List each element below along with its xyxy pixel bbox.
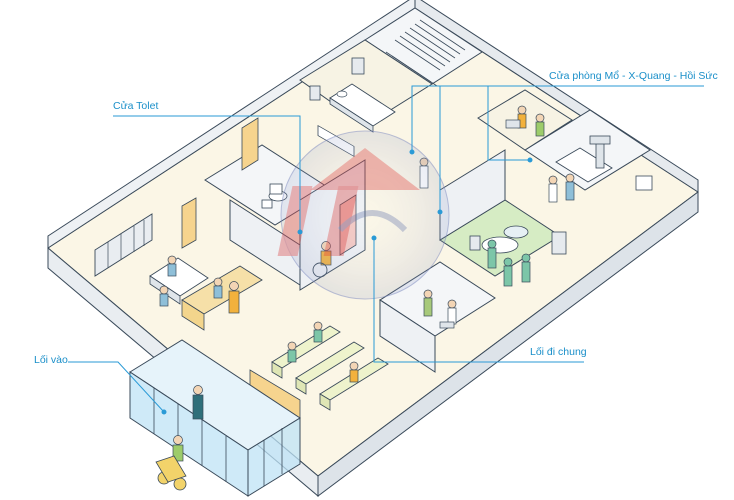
entrance-walker — [192, 385, 204, 420]
entrance-wheelchair — [155, 435, 187, 491]
left-door — [181, 197, 197, 249]
or-door-leader-2 — [487, 86, 530, 161]
lockers — [94, 213, 153, 277]
or-door-leader — [411, 85, 704, 152]
xray-patient-staff — [548, 173, 575, 203]
glass-entrance — [129, 339, 301, 497]
or-equipment — [469, 231, 567, 255]
staircase — [385, 19, 466, 87]
toilet-door — [241, 117, 259, 171]
outer-wall-back-left — [47, 0, 416, 249]
corridor-label: Lối đi chung — [530, 346, 587, 358]
toilet-door-label: Cửa Tolet — [113, 100, 159, 112]
surgeons — [487, 239, 531, 287]
hospital-logo-watermark — [277, 130, 450, 300]
hospital-bed — [329, 83, 396, 133]
corridor-leader — [373, 238, 584, 363]
or-door-label: Cửa phòng Mổ - X-Quang - Hồi Sức — [549, 70, 718, 82]
xray-room-floor — [524, 109, 651, 191]
callout-leader-lines — [68, 85, 704, 415]
entrance-leader — [68, 361, 165, 413]
xray-machine — [555, 135, 613, 183]
waiting-people — [287, 321, 359, 383]
office-workers — [159, 255, 223, 307]
outer-wall-right-face — [317, 191, 699, 497]
entrance-label: Lối vào — [34, 354, 68, 366]
consult-people — [505, 105, 545, 137]
toilet-door-leader — [113, 115, 301, 232]
exam-room-front-wall — [379, 299, 436, 373]
small-cabinet — [635, 175, 653, 191]
medical-monitor — [309, 57, 365, 101]
exam-room-people — [423, 289, 457, 329]
nurse-figure — [228, 281, 240, 314]
